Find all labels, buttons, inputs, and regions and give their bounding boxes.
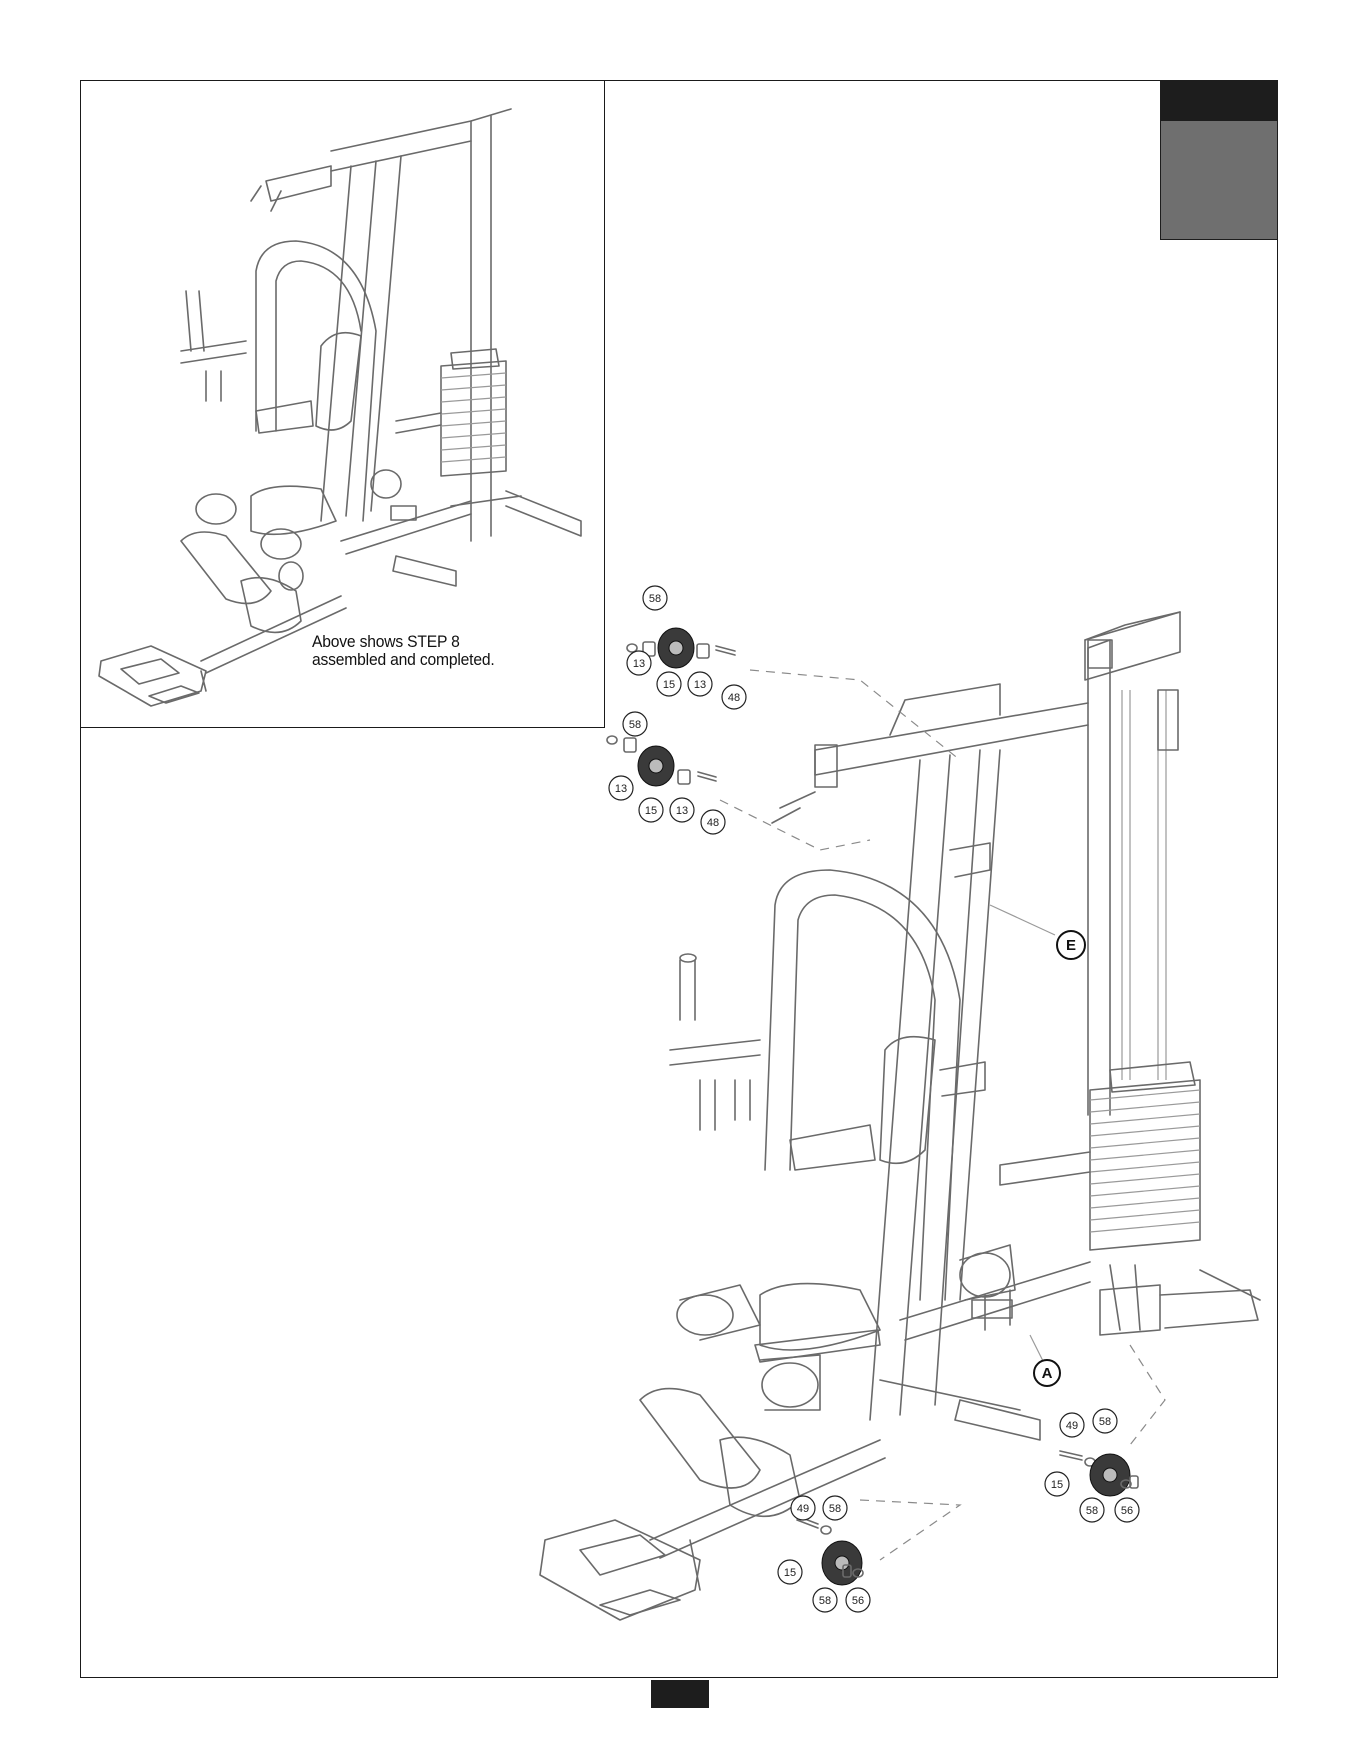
callout-13: 13 bbox=[676, 805, 688, 817]
callout-56: 56 bbox=[852, 1595, 864, 1607]
callout-58: 58 bbox=[819, 1595, 831, 1607]
callout-58: 58 bbox=[829, 1503, 841, 1515]
callout-13: 13 bbox=[633, 658, 645, 670]
callout-58: 58 bbox=[1086, 1505, 1098, 1517]
pulley-assembly-lower-right bbox=[1060, 1451, 1138, 1496]
inset-caption: Above shows STEP 8 assembled and complet… bbox=[312, 633, 582, 669]
frame-callouts: E A bbox=[990, 905, 1085, 1386]
callout-E: E bbox=[1066, 937, 1076, 954]
callout-58: 58 bbox=[649, 593, 661, 605]
caption-line-2: assembled and completed. bbox=[312, 651, 560, 669]
callout-15: 15 bbox=[1051, 1479, 1063, 1491]
callout-15: 15 bbox=[784, 1567, 796, 1579]
pulley-assembly-lower-left bbox=[797, 1516, 863, 1585]
page-number-tab bbox=[651, 1680, 709, 1708]
callout-58: 58 bbox=[1099, 1416, 1111, 1428]
callout-48: 48 bbox=[728, 692, 740, 704]
callout-56: 56 bbox=[1121, 1505, 1133, 1517]
callout-48: 48 bbox=[707, 817, 719, 829]
callout-13: 13 bbox=[615, 783, 627, 795]
callout-13: 13 bbox=[694, 679, 706, 691]
inset-completed-step: Above shows STEP 8 assembled and complet… bbox=[80, 80, 605, 728]
callout-49: 49 bbox=[797, 1503, 809, 1515]
callout-49: 49 bbox=[1066, 1420, 1078, 1432]
caption-line-1: Above shows STEP 8 bbox=[312, 633, 560, 651]
callout-58: 58 bbox=[629, 719, 641, 731]
callout-15: 15 bbox=[663, 679, 675, 691]
callout-A: A bbox=[1042, 1365, 1053, 1382]
callout-15: 15 bbox=[645, 805, 657, 817]
